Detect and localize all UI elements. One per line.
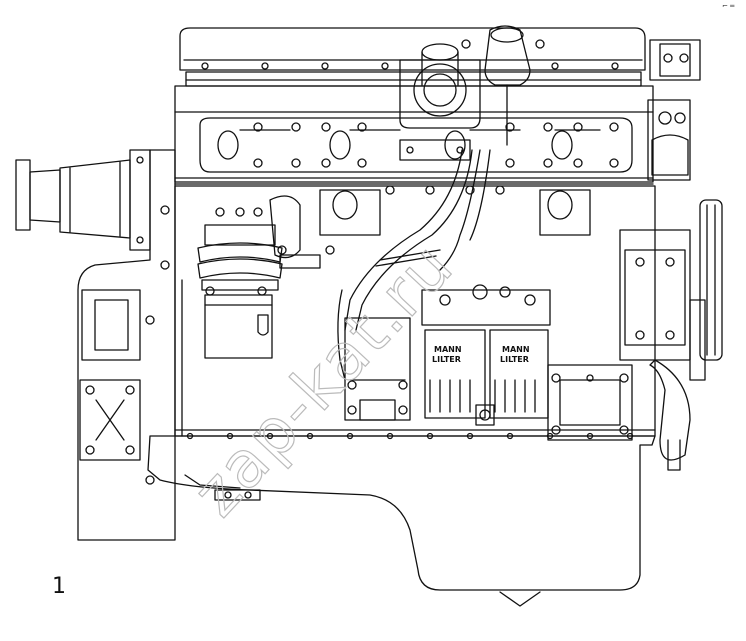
filter-label-right-2: LILTER (500, 355, 529, 364)
fuel-pump (344, 317, 411, 421)
filter-label-right-1: MANN (502, 345, 530, 354)
fuel-lines (337, 149, 491, 381)
filter-label-left-1: MANN (434, 345, 462, 354)
valve-cover (179, 27, 646, 87)
power-take-off (15, 149, 151, 251)
side-cover-plate (547, 364, 633, 441)
oil-sump (147, 435, 656, 607)
sump-bolts (186, 432, 634, 440)
corner-mark: ⌐ ═ (722, 2, 735, 10)
air-compressor (197, 224, 283, 359)
figure-number: 1 (52, 574, 66, 599)
crank-pulley (689, 199, 723, 381)
turbocharger (399, 25, 545, 161)
flywheel-housing (77, 149, 176, 541)
cylinder-head (174, 85, 654, 185)
filter-label-left-2: LILTER (432, 355, 461, 364)
